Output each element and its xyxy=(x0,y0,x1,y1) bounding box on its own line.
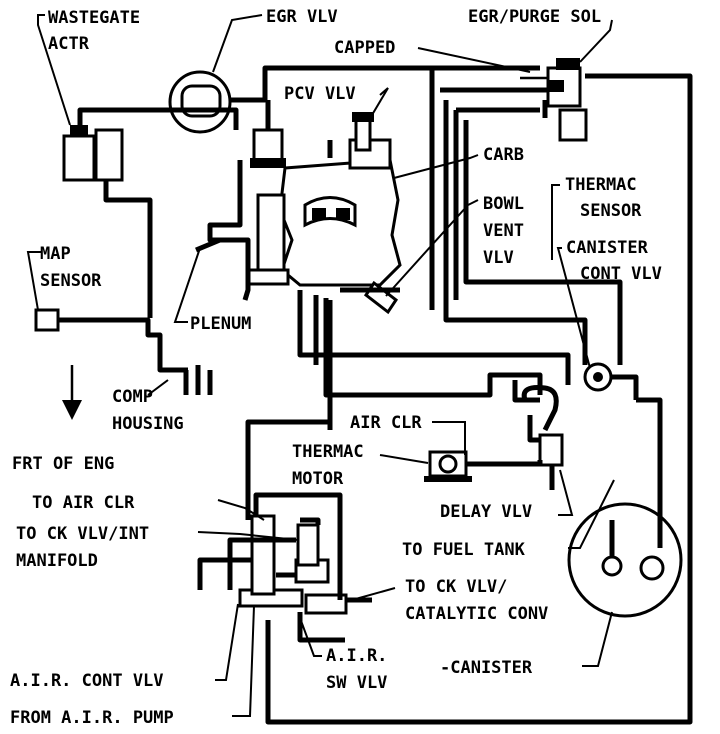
label-canister-cont-1: CANISTER xyxy=(566,238,649,258)
egr-valve xyxy=(168,70,232,134)
label-to-ck-vlv-int-1: TO CK VLV/INT xyxy=(16,524,149,544)
pcv-valve xyxy=(352,112,374,152)
label-comp-housing-1: COMP xyxy=(112,387,153,407)
label-map-sensor-2: SENSOR xyxy=(40,271,102,291)
label-air-clr: AIR CLR xyxy=(350,413,422,433)
charcoal-canister xyxy=(567,502,683,618)
label-from-air-pump: FROM A.I.R. PUMP xyxy=(10,708,174,728)
label-comp-housing-2: HOUSING xyxy=(112,414,184,434)
label-air-sw-vlv-2: SW VLV xyxy=(326,673,387,693)
label-carb: CARB xyxy=(483,145,524,165)
label-air-sw-vlv-1: A.I.R. xyxy=(326,646,387,666)
label-plenum: PLENUM xyxy=(190,314,251,334)
label-to-fuel-tank: TO FUEL TANK xyxy=(402,540,526,560)
thermac-sensor xyxy=(583,362,613,392)
label-wastegate-actr: ACTR xyxy=(48,34,90,54)
carburetor xyxy=(278,138,402,287)
label-wastegate: WASTEGATE xyxy=(48,8,140,28)
front-of-engine-arrow xyxy=(62,365,82,420)
label-bowl-vent-3: VLV xyxy=(483,248,514,268)
label-egr-vlv: EGR VLV xyxy=(266,7,338,27)
label-to-ck-vlv-int-2: MANIFOLD xyxy=(16,551,98,571)
plenum xyxy=(246,193,290,286)
thermac-motor xyxy=(424,450,472,482)
label-frt-of-eng: FRT OF ENG xyxy=(12,454,114,474)
label-thermac-sensor-2: SENSOR xyxy=(580,201,642,221)
map-sensor xyxy=(34,308,60,332)
egr-purge-solenoid xyxy=(546,58,588,142)
label-canister: -CANISTER xyxy=(440,658,533,678)
vacuum-hoses xyxy=(58,65,693,725)
label-pcv-vlv: PCV VLV xyxy=(284,84,356,104)
label-delay-vlv: DELAY VLV xyxy=(440,502,532,522)
wastegate-actuator xyxy=(62,125,124,182)
label-thermac-motor-1: THERMAC xyxy=(292,442,364,462)
label-egr-purge-sol: EGR/PURGE SOL xyxy=(468,7,601,27)
label-to-ck-vlv-cat-1: TO CK VLV/ xyxy=(405,577,507,597)
label-canister-cont-2: CONT VLV xyxy=(580,264,662,284)
bowl-vent-valve xyxy=(363,280,399,315)
label-thermac-sensor-1: THERMAC xyxy=(565,175,637,195)
label-to-ck-vlv-cat-2: CATALYTIC CONV xyxy=(405,604,548,624)
label-air-cont-vlv: A.I.R. CONT VLV xyxy=(10,671,164,691)
egr-control-unit xyxy=(250,128,286,168)
air-valve-assembly xyxy=(238,514,348,615)
label-bowl-vent-1: BOWL xyxy=(483,194,524,214)
label-bowl-vent-2: VENT xyxy=(483,221,524,241)
label-to-air-clr: TO AIR CLR xyxy=(32,493,135,513)
leader-lines xyxy=(26,14,615,717)
label-thermac-motor-2: MOTOR xyxy=(292,469,344,489)
compressor-housing xyxy=(183,365,213,395)
label-map-sensor-1: MAP xyxy=(40,244,71,264)
label-capped: CAPPED xyxy=(334,38,395,58)
